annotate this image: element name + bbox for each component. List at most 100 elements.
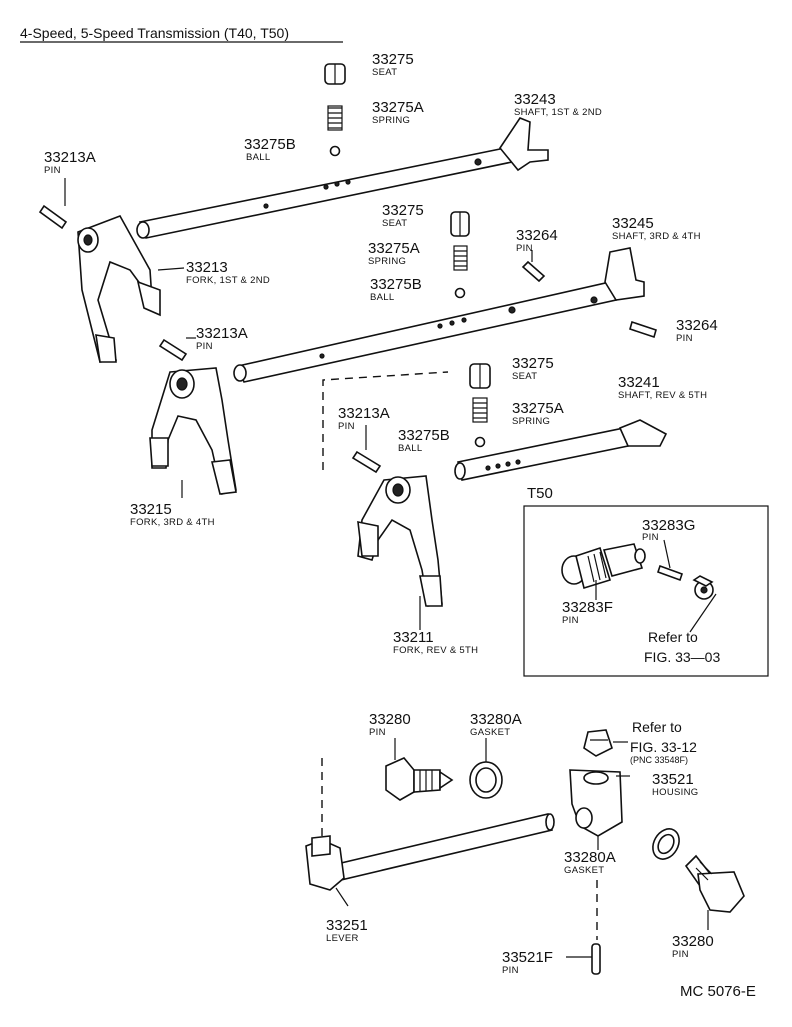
label-33283G: 33283G PIN — [642, 517, 695, 543]
svg-text:PIN: PIN — [502, 965, 519, 976]
svg-text:Refer to: Refer to — [648, 629, 698, 645]
svg-text:PIN: PIN — [196, 341, 213, 352]
fork-33215 — [149, 367, 237, 496]
svg-text:33521: 33521 — [652, 771, 694, 788]
svg-text:SPRING: SPRING — [512, 416, 550, 427]
label-33275-b: 33275 SEAT — [382, 202, 424, 229]
pin-33264-b — [629, 320, 657, 339]
svg-text:FORK, 3RD & 4TH: FORK, 3RD & 4TH — [130, 517, 215, 528]
svg-text:FORK, REV & 5TH: FORK, REV & 5TH — [393, 645, 478, 656]
svg-text:33275A: 33275A — [372, 99, 424, 116]
svg-text:33211: 33211 — [393, 629, 434, 646]
gasket-33280A-b — [652, 828, 680, 860]
label-33275B-b: 33275B BALL — [370, 276, 422, 303]
svg-text:PIN: PIN — [516, 243, 533, 254]
svg-text:SPRING: SPRING — [368, 256, 406, 267]
seat-33275-a — [324, 63, 346, 85]
label-33275-a: 33275 SEAT — [372, 51, 414, 78]
label-33521: 33521 HOUSING — [652, 771, 698, 798]
label-33280A-a: 33280A GASKET — [470, 711, 522, 738]
svg-text:33241: 33241 — [618, 374, 660, 391]
spring-33275A-b — [453, 245, 468, 271]
svg-text:33213A: 33213A — [196, 325, 248, 342]
label-33215: 33215 FORK, 3RD & 4TH — [130, 501, 215, 528]
svg-text:33251: 33251 — [326, 917, 368, 934]
svg-text:33280A: 33280A — [470, 711, 522, 728]
svg-text:PIN: PIN — [642, 532, 659, 543]
pin-33280-b — [684, 854, 745, 913]
svg-text:BALL: BALL — [370, 292, 394, 303]
svg-text:33521F: 33521F — [502, 949, 553, 966]
svg-text:LEVER: LEVER — [326, 933, 359, 944]
svg-text:33283G: 33283G — [642, 517, 695, 534]
pin-33283F — [561, 543, 646, 590]
fork-33211 — [357, 475, 443, 607]
label-refer-housing: Refer to FIG. 33-12 (PNC 33548F) — [630, 719, 697, 765]
svg-text:BALL: BALL — [398, 443, 422, 454]
pin-33283G — [656, 564, 684, 582]
svg-text:33275: 33275 — [512, 355, 554, 372]
gasket-33280A-a — [469, 761, 503, 799]
inset-title: T50 — [527, 485, 553, 502]
svg-text:PIN: PIN — [369, 727, 386, 738]
svg-text:33215: 33215 — [130, 501, 172, 518]
label-33243: 33243 SHAFT, 1ST & 2ND — [514, 91, 602, 118]
svg-text:Refer to: Refer to — [632, 719, 682, 735]
label-33245: 33245 SHAFT, 3RD & 4TH — [612, 215, 700, 242]
svg-text:SPRING: SPRING — [372, 115, 410, 126]
svg-text:GASKET: GASKET — [564, 865, 604, 876]
pin-33264-a — [521, 260, 546, 283]
diagram-title: 4-Speed, 5-Speed Transmission (T40, T50) — [20, 25, 289, 41]
lever-33251 — [305, 813, 555, 891]
pin-33521F — [591, 943, 601, 975]
seat-33275-b — [450, 211, 470, 237]
guide-line-fork-rev — [322, 371, 449, 470]
svg-text:PIN: PIN — [44, 165, 61, 176]
ball-33275B-c — [474, 436, 486, 448]
svg-text:(PNC 33548F): (PNC 33548F) — [630, 755, 688, 765]
svg-text:33275B: 33275B — [370, 276, 422, 293]
label-33275A-a: 33275A SPRING — [372, 99, 424, 126]
housing-33521 — [569, 769, 623, 837]
label-33521F: 33521F PIN — [502, 949, 553, 976]
svg-text:33280: 33280 — [672, 933, 714, 950]
svg-text:33275B: 33275B — [244, 136, 296, 153]
label-33283F: 33283F PIN — [562, 599, 613, 626]
label-33275-c: 33275 SEAT — [512, 355, 554, 382]
svg-text:33283F: 33283F — [562, 599, 613, 616]
seat-33275-c — [469, 363, 491, 389]
label-33213A-b: 33213A PIN — [196, 325, 248, 352]
svg-text:33280: 33280 — [369, 711, 411, 728]
svg-text:SEAT: SEAT — [382, 218, 407, 229]
svg-text:SHAFT, 1ST & 2ND: SHAFT, 1ST & 2ND — [514, 107, 602, 118]
ball-33275B-a — [329, 145, 341, 157]
spring-33275A-c — [472, 397, 488, 423]
ball-33275B-b — [454, 287, 466, 299]
pin-33213A-a — [38, 204, 68, 230]
diagram-code: MC 5076-E — [680, 983, 756, 1000]
svg-text:33213: 33213 — [186, 259, 228, 276]
svg-text:PIN: PIN — [676, 333, 693, 344]
label-refer-inset: Refer to FIG. 33—03 — [644, 629, 720, 665]
shaft-33245 — [233, 247, 645, 383]
label-33264-a: 33264 PIN — [516, 227, 558, 254]
svg-text:PIN: PIN — [672, 949, 689, 960]
svg-text:33275B: 33275B — [398, 427, 450, 444]
svg-text:33245: 33245 — [612, 215, 654, 232]
svg-text:33264: 33264 — [676, 317, 718, 334]
svg-text:GASKET: GASKET — [470, 727, 510, 738]
pin-33213A-c — [351, 450, 382, 474]
svg-text:33275A: 33275A — [368, 240, 420, 257]
svg-text:FIG. 33—03: FIG. 33—03 — [644, 649, 720, 665]
svg-text:PIN: PIN — [338, 421, 355, 432]
svg-text:33243: 33243 — [514, 91, 556, 108]
fork-33213 — [77, 215, 161, 363]
shaft-33243 — [136, 117, 549, 239]
label-33275A-b: 33275A SPRING — [368, 240, 420, 267]
t50-inset-frame — [523, 505, 769, 677]
label-33275B-c: 33275B BALL — [398, 427, 450, 454]
svg-text:33280A: 33280A — [564, 849, 616, 866]
svg-text:33275A: 33275A — [512, 400, 564, 417]
label-33280A-b: 33280A GASKET — [564, 849, 616, 876]
